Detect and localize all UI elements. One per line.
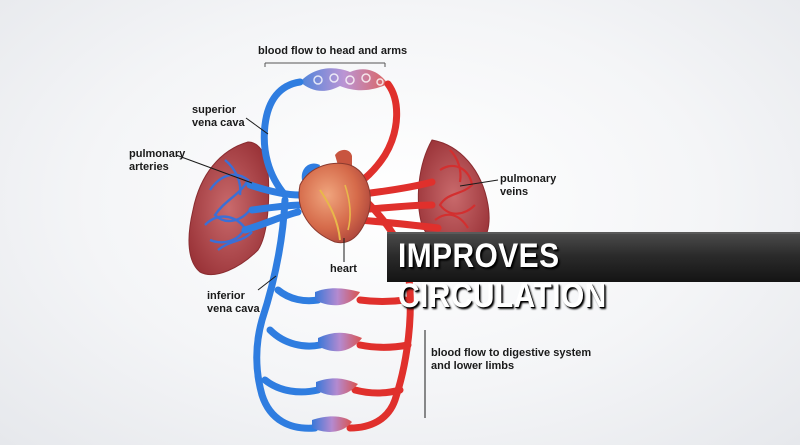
- venous-system: [245, 82, 320, 428]
- banner-text: IMPROVES CIRCULATION: [398, 236, 750, 316]
- label-inferior-vena-cava: inferior vena cava: [207, 290, 260, 316]
- heart-illustration: [299, 150, 370, 243]
- label-digestive-limbs: blood flow to digestive system and lower…: [431, 347, 591, 373]
- lower-capillary-beds: [312, 288, 362, 432]
- label-superior-vena-cava: superior vena cava: [192, 104, 245, 130]
- head-capillary-bed: [300, 68, 388, 91]
- label-heart: heart: [330, 263, 357, 276]
- label-pulmonary-arteries: pulmonary arteries: [129, 148, 185, 174]
- label-pulmonary-veins: pulmonary veins: [500, 173, 556, 199]
- head-arms-bracket: [265, 63, 385, 67]
- label-head-arms: blood flow to head and arms: [258, 45, 407, 58]
